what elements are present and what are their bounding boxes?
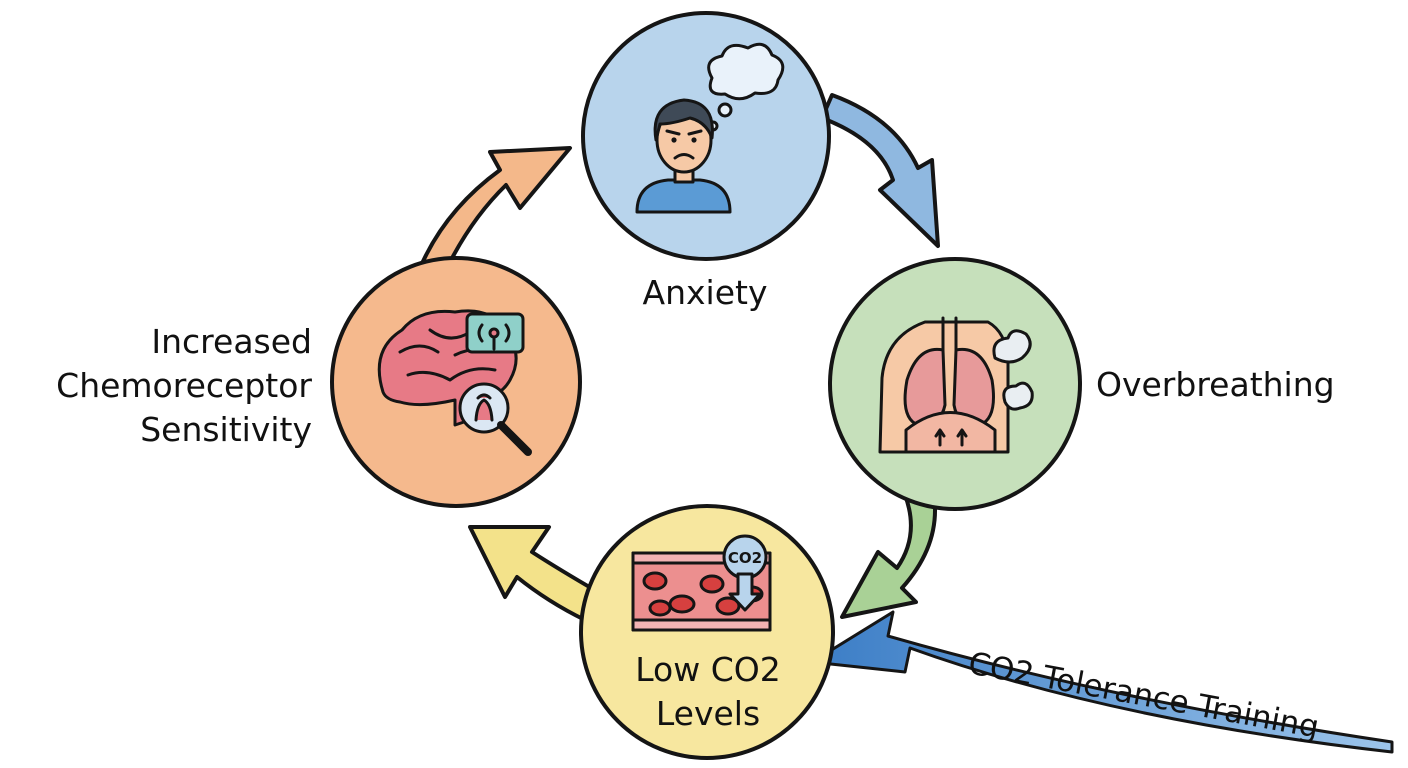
- node-low-co2: CO2 Low CO2 Levels: [579, 504, 835, 760]
- node-chemoreceptor: [330, 256, 582, 508]
- label-chemoreceptor-line1: Increased: [151, 322, 312, 361]
- label-low-co2-line1: Low CO2: [635, 650, 781, 689]
- label-anxiety: Anxiety: [643, 273, 768, 312]
- label-chemoreceptor-line3: Sensitivity: [140, 410, 312, 449]
- node-anxiety: [581, 11, 831, 261]
- lungs-breathing-icon: [878, 316, 1034, 454]
- brain-magnifier-icon: [377, 309, 532, 456]
- node-overbreathing: [828, 257, 1082, 511]
- label-co2-tolerance-training: CO2 Tolerance Training: [966, 645, 1322, 745]
- arrow-chemoreceptor-to-anxiety: [418, 146, 572, 274]
- co2-badge-text: CO2: [728, 549, 762, 567]
- arrow-co2-tolerance-training: [810, 610, 1394, 754]
- label-low-co2-line2: Levels: [656, 694, 760, 733]
- label-chemoreceptor-line2: Chemoreceptor: [56, 366, 312, 405]
- label-overbreathing: Overbreathing: [1096, 365, 1335, 404]
- arrow-anxiety-to-overbreathing: [820, 93, 940, 248]
- arrow-low-co2-to-chemoreceptor: [468, 525, 600, 622]
- arrow-overbreathing-to-low-co2: [840, 483, 937, 619]
- blood-vessel-co2-icon: CO2: [631, 534, 772, 632]
- worried-person-icon: [635, 42, 785, 214]
